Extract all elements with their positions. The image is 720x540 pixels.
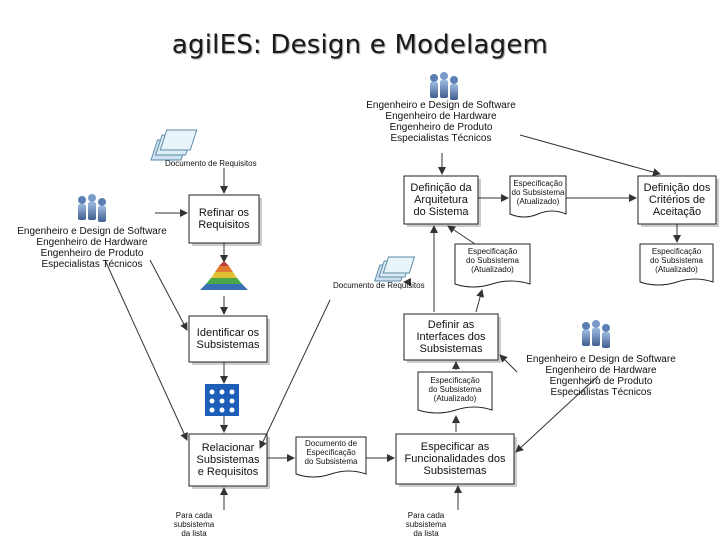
- document-shapes: [295, 175, 714, 478]
- roles-group-top: Engenheiro e Design de Software Engenhei…: [366, 100, 516, 144]
- process-identificar-subsistemas: Identificar os Subsistemas: [189, 316, 267, 362]
- doc-spec-atualizado-lower: Especificação do Subsistema (Atualizado): [428, 376, 482, 403]
- doc-spec-atualizado-top: Especificação do Subsistema (Atualizado): [511, 179, 565, 206]
- doc-requisitos-label-left: Documento de Requisitos: [165, 159, 257, 168]
- slide-title: agilES: Design e Modelagem: [171, 30, 549, 60]
- pyramid-icon: [200, 261, 248, 290]
- roles-group-left: Engenheiro e Design de Software Engenhei…: [17, 226, 167, 270]
- process-refinar-requisitos: Refinar os Requisitos: [189, 195, 259, 243]
- puzzle-icon: [205, 384, 239, 416]
- people-group-icon: [78, 194, 106, 222]
- process-arquitetura-label: Definição da Arquitetura do Sistema: [410, 182, 472, 218]
- process-definicao-criterios: Definição dos Critérios de Aceitação: [638, 176, 716, 224]
- process-box-shapes: [188, 175, 719, 489]
- process-interfaces-label: Definir as Interfaces dos Subsistemas: [416, 319, 486, 355]
- process-relacionar-subsistemas: Relacionar Subsistemas e Requisitos: [189, 434, 267, 486]
- document-stack-icon: [150, 129, 198, 161]
- loop-note-left: Para cada subsistema da lista: [173, 511, 215, 538]
- process-criterios-label: Definição dos Critérios de Aceitação: [643, 182, 711, 218]
- process-especificar-label: Especificar as Funcionalidades dos Subsi…: [404, 441, 506, 477]
- document-stack-icon: [374, 256, 416, 282]
- loop-note-right: Para cada subsistema da lista: [405, 511, 447, 538]
- doc-spec-atualizado-middle: Especificação do Subsistema (Atualizado): [466, 247, 519, 274]
- process-refinar-label: Refinar os Requisitos: [198, 207, 250, 231]
- doc-requisitos-label-middle: Documento de Requisitos: [333, 281, 425, 290]
- doc-spec-atualizado-right: Especificação do Subsistema (Atualizado): [650, 247, 703, 274]
- people-group-icon: [582, 320, 610, 348]
- doc-especificacao-subsistema: Documento de Especificação do Subsistema: [304, 439, 358, 466]
- flow-connectors: [104, 134, 681, 510]
- process-definicao-arquitetura: Definição da Arquitetura do Sistema: [404, 176, 478, 224]
- roles-group-right: Engenheiro e Design de Software Engenhei…: [526, 354, 676, 398]
- people-group-icon: [430, 72, 458, 100]
- process-definir-interfaces: Definir as Interfaces dos Subsistemas: [404, 314, 498, 360]
- process-relacionar-label: Relacionar Subsistemas e Requisitos: [196, 442, 260, 478]
- process-especificar-funcionalidades: Especificar as Funcionalidades dos Subsi…: [396, 434, 514, 484]
- process-identificar-label: Identificar os Subsistemas: [196, 327, 260, 351]
